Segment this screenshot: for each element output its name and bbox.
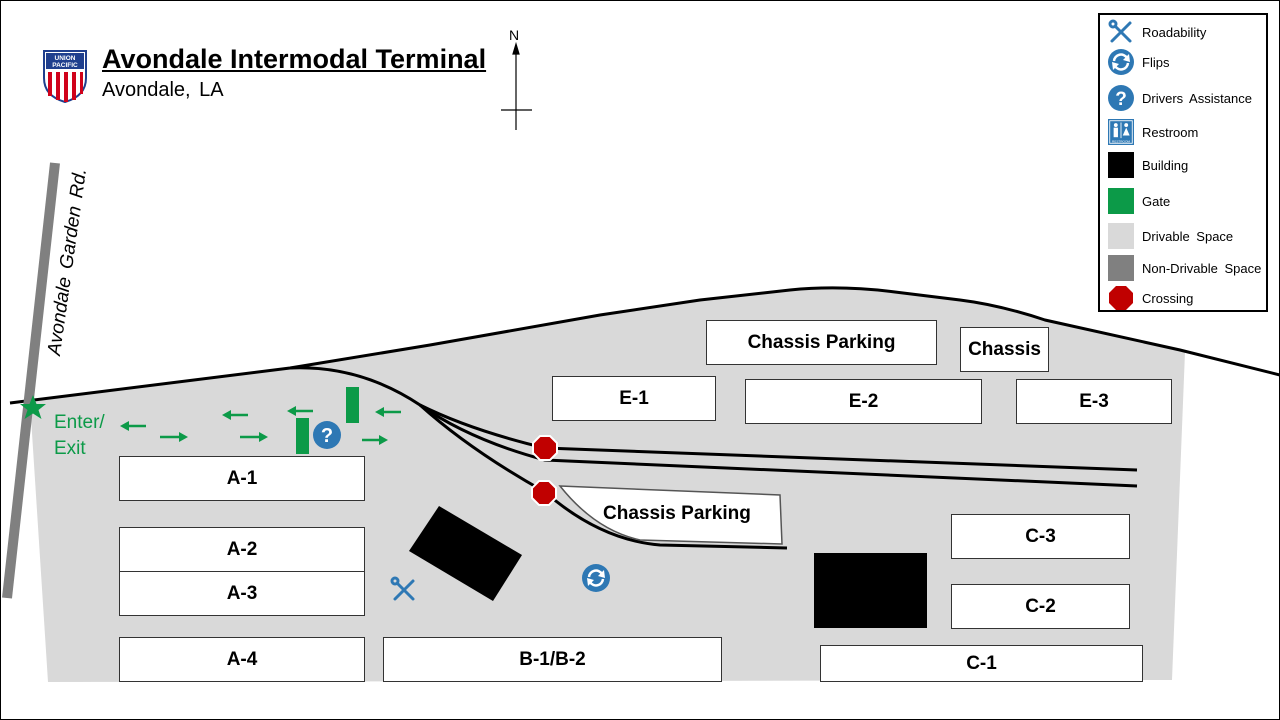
- crossing-icon: [1109, 286, 1133, 310]
- roadability-wrench-icon: [390, 576, 415, 601]
- lot-e3: E-3: [1016, 379, 1172, 424]
- svg-text:UNION: UNION: [55, 55, 76, 62]
- lot-a3: A-3: [119, 571, 365, 616]
- legend-item-crossing: Crossing: [1108, 285, 1193, 311]
- legend-item-drivable: Drivable Space: [1108, 223, 1233, 249]
- legend-item-drivers-assistance: ? Drivers Assistance: [1108, 85, 1252, 111]
- question-icon: ?: [1108, 85, 1134, 111]
- legend-label: Gate: [1142, 193, 1171, 209]
- flip-icon: [582, 564, 610, 592]
- legend-item-building: Building: [1108, 152, 1188, 178]
- chassis-lot: Chassis: [960, 327, 1049, 372]
- yard-boundary-line: [9, 286, 1280, 405]
- legend-label: Building: [1142, 157, 1189, 173]
- svg-text:?: ?: [1115, 89, 1127, 110]
- gate: [296, 418, 309, 454]
- building-east: [814, 553, 927, 628]
- legend-item-flips: Flips: [1108, 49, 1169, 75]
- legend-label: Flips: [1142, 54, 1170, 70]
- map-legend: Roadability Flips ? Drivers Assistance: [1098, 13, 1268, 312]
- avondale-garden-road: [2, 162, 60, 599]
- lot-c2: C-2: [951, 584, 1130, 629]
- wrench-icon: [1108, 19, 1132, 43]
- building-swatch: [1108, 152, 1134, 178]
- lot-e1: E-1: [552, 376, 716, 421]
- svg-text:?: ?: [321, 425, 333, 447]
- lot-b1-b2: B-1/B-2: [383, 637, 722, 682]
- legend-label: Non-Drivable Space: [1142, 260, 1262, 276]
- non-drivable-swatch: [1108, 255, 1134, 281]
- lot-a1: A-1: [119, 456, 365, 501]
- legend-label: Drivable Space: [1142, 228, 1234, 244]
- legend-item-gate: Gate: [1108, 188, 1170, 214]
- entry-star-icon: [20, 395, 46, 419]
- lot-c1: C-1: [820, 645, 1143, 682]
- legend-item-non-drivable: Non-Drivable Space: [1108, 255, 1261, 281]
- legend-item-roadability: Roadability: [1108, 19, 1206, 45]
- legend-label: Roadability: [1142, 24, 1207, 40]
- svg-text:PACIFIC: PACIFIC: [52, 62, 78, 69]
- legend-item-restroom: RESTROOM Restroom: [1108, 119, 1198, 145]
- page-subtitle: Avondale, LA: [102, 79, 224, 101]
- chassis-parking-top: Chassis Parking: [706, 320, 937, 365]
- drivers-assistance-question-icon: ?: [313, 421, 341, 449]
- page-title: Avondale Intermodal Terminal: [102, 44, 487, 74]
- chassis-parking-mid-label: Chassis Parking: [603, 503, 751, 524]
- lot-a2: A-2: [119, 527, 365, 572]
- enter-exit-label: Enter/ Exit: [54, 412, 105, 459]
- traffic-arrows: [120, 406, 401, 445]
- gate-swatch: [1108, 188, 1134, 214]
- legend-label: Drivers Assistance: [1142, 90, 1252, 106]
- north-label: N: [509, 27, 520, 43]
- svg-text:RESTROOM: RESTROOM: [1112, 139, 1130, 143]
- lot-c3: C-3: [951, 514, 1130, 559]
- legend-label: Crossing: [1142, 290, 1194, 306]
- lot-a4: A-4: [119, 637, 365, 682]
- legend-label: Restroom: [1142, 124, 1199, 140]
- chassis-parking-mid-lot: [558, 485, 783, 545]
- flip-icon: [1108, 49, 1134, 75]
- lot-e2: E-2: [745, 379, 982, 424]
- restroom-icon: RESTROOM: [1108, 119, 1134, 145]
- union-pacific-logo: UNION PACIFIC: [43, 50, 87, 104]
- gate: [346, 387, 359, 423]
- crossing-icon: [531, 480, 557, 506]
- north-arrow: [501, 41, 532, 130]
- drivable-swatch: [1108, 223, 1134, 249]
- crossing-icon: [532, 435, 558, 461]
- building-west: [409, 506, 522, 601]
